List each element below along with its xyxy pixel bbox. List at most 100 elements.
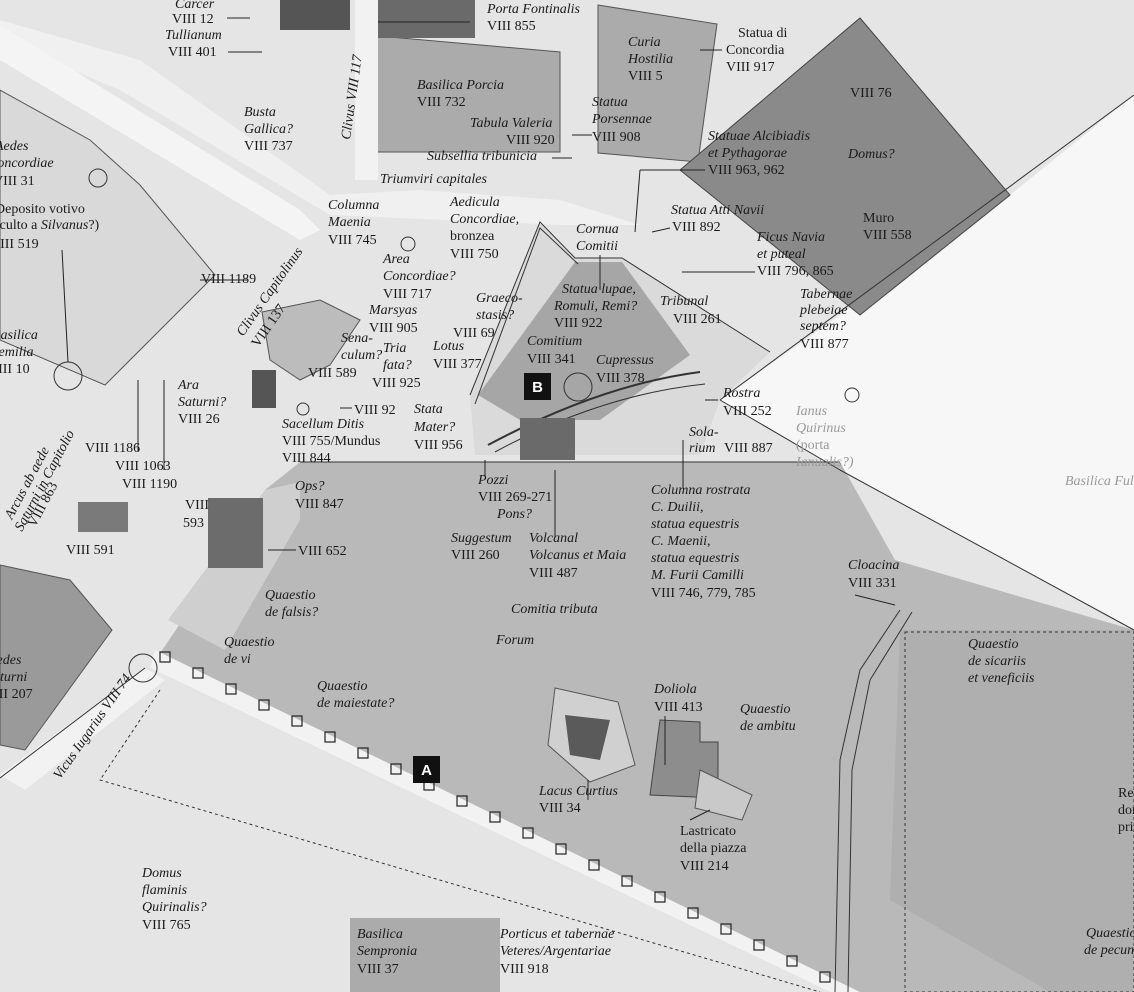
label-busta-ref[interactable]: VIII 737	[244, 139, 293, 154]
label-graecostasis-ref[interactable]: VIII 69	[453, 326, 495, 341]
label-rostra-ref[interactable]: VIII 252	[723, 404, 772, 419]
label-marsyas-ref[interactable]: VIII 905	[369, 321, 418, 336]
label-quaestio-vi[interactable]: Quaestio	[224, 635, 275, 650]
label-quaestio-sicariis-2[interactable]: de sicariis	[968, 654, 1026, 669]
label-cloacina-ref[interactable]: VIII 331	[848, 576, 897, 591]
label-viii593[interactable]: VIII	[185, 498, 209, 513]
label-lastricato[interactable]: Lastricato	[680, 824, 736, 839]
label-statua-porsennae[interactable]: Statua	[592, 95, 628, 110]
label-statuae-alcib-ref[interactable]: VIII 963, 962	[708, 163, 785, 178]
label-aedicula-3[interactable]: bronzea	[450, 229, 495, 244]
label-rostra[interactable]: Rostra	[722, 386, 760, 401]
label-viii76[interactable]: VIII 76	[850, 86, 892, 101]
label-lacus-curtius[interactable]: Lacus Curtius	[538, 784, 619, 799]
label-subsellia[interactable]: Subsellia tribunicia	[427, 149, 537, 164]
label-area-concordiae-2[interactable]: Concordiae?	[383, 269, 456, 284]
label-quaestio-maiestate-2[interactable]: de maiestate?	[317, 696, 394, 711]
label-senaculum[interactable]: Sena-	[341, 331, 373, 346]
label-basilica-porcia-ref[interactable]: VIII 732	[417, 95, 466, 110]
label-tria-fata-2[interactable]: fata?	[383, 358, 412, 373]
label-volcanal-ref[interactable]: VIII 487	[529, 566, 578, 581]
label-ara-saturni-ref[interactable]: VIII 26	[178, 412, 220, 427]
label-muro-ref[interactable]: VIII 558	[863, 228, 912, 243]
label-comitium-ref[interactable]: VIII 341	[527, 352, 576, 367]
label-lotus-ref[interactable]: VIII 377	[433, 357, 482, 372]
label-cornua-2[interactable]: Comitii	[576, 239, 618, 254]
label-ficus[interactable]: Ficus Navia	[756, 230, 825, 245]
label-aedicula[interactable]: Aedicula	[449, 195, 500, 210]
label-sacellum-ref[interactable]: VIII 755/Mundus	[282, 434, 380, 449]
label-regia-2[interactable]: domus	[1118, 803, 1134, 818]
label-sacellum[interactable]: Sacellum Ditis	[282, 417, 365, 432]
label-graecostasis[interactable]: Graeco-	[476, 291, 523, 306]
label-columna-maenia-2[interactable]: Maenia	[327, 215, 371, 230]
label-solarium-ref[interactable]: VIII 887	[724, 441, 773, 456]
label-basilica-porcia[interactable]: Basilica Porcia	[417, 78, 504, 93]
label-stata-mater-2[interactable]: Mater?	[413, 420, 455, 435]
label-deposito-ref[interactable]: VIII 519	[0, 237, 39, 252]
label-tullianum-ref[interactable]: VIII 401	[168, 45, 217, 60]
label-quaestio-pecuniis[interactable]: Quaestio	[1086, 926, 1134, 941]
label-statua-porsennae-ref[interactable]: VIII 908	[592, 130, 641, 145]
label-columna-rostrata-4[interactable]: C. Maenii,	[651, 534, 711, 549]
label-ianus-3[interactable]: (porta	[796, 438, 830, 453]
label-tabernae[interactable]: Tabernae	[800, 287, 852, 302]
label-statua-concordia-2[interactable]: Concordia	[726, 43, 785, 58]
label-porta-fontinalis[interactable]: Porta Fontinalis	[486, 2, 581, 17]
label-basilica-fulvia[interactable]: Basilica Fulvia	[1065, 474, 1134, 489]
label-lotus[interactable]: Lotus	[432, 339, 465, 354]
label-quaestio-sicariis[interactable]: Quaestio	[968, 637, 1019, 652]
label-viii92[interactable]: VIII 92	[354, 403, 396, 418]
label-tabernae-ref[interactable]: VIII 877	[800, 337, 849, 352]
label-lacus-curtius-ref[interactable]: VIII 34	[539, 801, 581, 816]
label-statua-atti[interactable]: Statua Atti Navii	[671, 203, 764, 218]
label-stata-mater-ref[interactable]: VIII 956	[414, 438, 463, 453]
label-columna-rostrata-2[interactable]: C. Duilii,	[651, 500, 704, 515]
label-ara-saturni-2[interactable]: Saturni?	[178, 395, 226, 410]
label-cupressus-ref[interactable]: VIII 378	[596, 371, 645, 386]
label-statua-concordia[interactable]: Statua di	[738, 26, 787, 41]
label-statua-atti-ref[interactable]: VIII 892	[672, 220, 721, 235]
label-marsyas[interactable]: Marsyas	[368, 303, 418, 318]
label-domus-flaminis-3[interactable]: Quirinalis?	[142, 900, 207, 915]
label-muro[interactable]: Muro	[863, 211, 894, 226]
label-statuae-alcib-2[interactable]: et Pythagorae	[708, 146, 787, 161]
label-tabula-valeria[interactable]: Tabula Valeria	[470, 116, 552, 131]
label-aedes-concordiae-ref[interactable]: VIII 31	[0, 174, 35, 189]
label-quaestio-falsis-2[interactable]: de falsis?	[265, 605, 318, 620]
label-basilica-sempronia-2[interactable]: Sempronia	[357, 944, 417, 959]
label-area-concordiae[interactable]: Area	[382, 252, 410, 267]
label-suggestum[interactable]: Suggestum	[451, 531, 512, 546]
label-tabula-valeria-ref[interactable]: VIII 920	[506, 133, 555, 148]
label-doliola-ref[interactable]: VIII 413	[654, 700, 703, 715]
label-columna-rostrata-6[interactable]: M. Furii Camilli	[650, 568, 744, 583]
label-regia[interactable]: Regia	[1118, 786, 1134, 801]
label-viii593-2[interactable]: 593	[183, 516, 204, 531]
label-viii591[interactable]: VIII 591	[66, 543, 115, 558]
label-ianus-4[interactable]: Ianualis?)	[795, 455, 854, 470]
label-statua-lupae[interactable]: Statua lupae,	[562, 282, 636, 297]
label-aedes-left-2[interactable]: Saturni	[0, 670, 27, 685]
label-deposito[interactable]: Deposito votivo	[0, 202, 85, 217]
label-regia-3[interactable]: privata	[1118, 820, 1134, 835]
marker-b[interactable]: B	[524, 373, 551, 400]
label-solarium[interactable]: Sola-	[689, 425, 719, 440]
label-cloacina[interactable]: Cloacina	[848, 558, 899, 573]
label-tribunal[interactable]: Tribunal	[660, 294, 708, 309]
label-porticus-2[interactable]: Veteres/Argentariae	[500, 944, 611, 959]
label-carcer-ref[interactable]: VIII 12	[172, 12, 214, 27]
label-quaestio-ambitu-2[interactable]: de ambitu	[740, 719, 796, 734]
label-columna-maenia-ref[interactable]: VIII 745	[328, 233, 377, 248]
label-stata-mater[interactable]: Stata	[414, 402, 443, 417]
label-columna-maenia[interactable]: Columna	[328, 198, 379, 213]
label-lastricato-ref[interactable]: VIII 214	[680, 859, 729, 874]
label-statua-lupae-ref[interactable]: VIII 922	[554, 316, 603, 331]
label-viii1190[interactable]: VIII 1190	[122, 477, 177, 492]
label-quaestio-maiestate[interactable]: Quaestio	[317, 679, 368, 694]
label-quaestio-ambitu[interactable]: Quaestio	[740, 702, 791, 717]
label-graecostasis-2[interactable]: stasis?	[476, 308, 514, 323]
label-columna-rostrata-5[interactable]: statua equestris	[651, 551, 740, 566]
label-ara-saturni[interactable]: Ara	[177, 378, 199, 393]
label-ianus[interactable]: Ianus	[795, 404, 828, 419]
label-statuae-alcib[interactable]: Statuae Alcibiadis	[708, 129, 811, 144]
